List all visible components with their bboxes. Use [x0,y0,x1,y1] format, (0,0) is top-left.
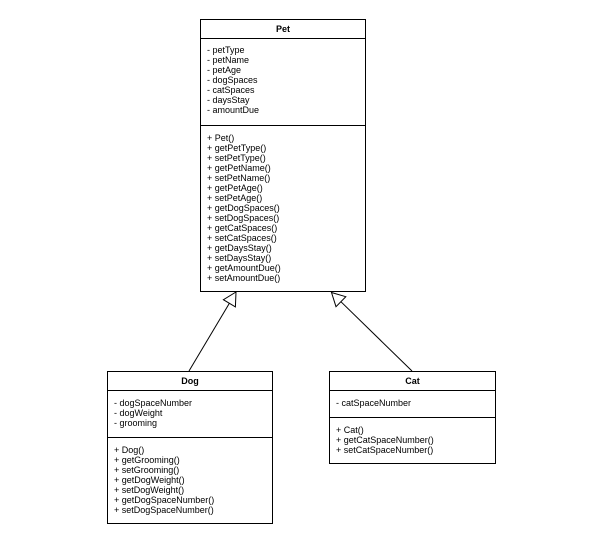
dog-operation: + Dog() [114,445,145,455]
pet-operation: + setAmountDue() [207,273,281,283]
generalization-cat-to-pet [330,291,413,372]
pet-operation: + setDaysStay() [207,253,272,263]
dog-attributes: - dogSpaceNumber - dogWeight - grooming [108,391,272,438]
dog-operation: + setGrooming() [114,465,180,475]
dog-attribute: - dogWeight [114,408,163,418]
pet-attribute: - daysStay [207,95,250,105]
class-name-dog: Dog [108,372,272,391]
class-box-cat[interactable]: Cat - catSpaceNumber + Cat() + getCatSpa… [329,371,496,464]
pet-operation: + setPetAge() [207,193,263,203]
pet-attribute: - dogSpaces [207,75,258,85]
cat-operation: + setCatSpaceNumber() [336,445,434,455]
pet-attribute: - petAge [207,65,242,75]
cat-inheritance-arrowhead [330,291,347,308]
dog-inheritance-line [188,303,230,372]
pet-operation: + getCatSpaces() [207,223,278,233]
pet-operation: + getPetType() [207,143,267,153]
pet-operation: + getAmountDue() [207,263,281,273]
pet-attributes: - petType - petName - petAge - dogSpaces… [201,39,365,126]
class-box-pet[interactable]: Pet - petType - petName - petAge - dogSp… [200,19,366,292]
pet-operation: + getPetName() [207,163,271,173]
class-name-cat: Cat [330,372,495,391]
cat-attribute: - catSpaceNumber [336,398,412,408]
dog-inheritance-arrowhead [222,291,237,308]
dog-operation: + setDogSpaceNumber() [114,505,214,515]
dog-attribute: - grooming [114,418,158,428]
pet-operation: + getDogSpaces() [207,203,280,213]
class-box-dog[interactable]: Dog - dogSpaceNumber - dogWeight - groom… [107,371,273,524]
pet-attribute: - amountDue [207,105,260,115]
pet-operation: + Pet() [207,133,235,143]
cat-operation: + Cat() [336,425,364,435]
pet-operation: + setPetName() [207,173,271,183]
class-name-pet: Pet [201,20,365,39]
dog-operation: + getGrooming() [114,455,180,465]
pet-attribute: - petName [207,55,250,65]
cat-inheritance-line [340,301,413,372]
pet-operation: + getDaysStay() [207,243,272,253]
pet-operation: + getPetAge() [207,183,263,193]
dog-operation: + setDogWeight() [114,485,185,495]
generalization-dog-to-pet [188,291,237,372]
dog-operation: + getDogSpaceNumber() [114,495,215,505]
cat-operation: + getCatSpaceNumber() [336,435,434,445]
pet-operations: + Pet() + getPetType() + setPetType() + … [201,126,365,283]
cat-operations: + Cat() + getCatSpaceNumber() + setCatSp… [330,418,495,455]
pet-operation: + setCatSpaces() [207,233,277,243]
dog-operation: + getDogWeight() [114,475,185,485]
pet-operation: + setDogSpaces() [207,213,280,223]
pet-operation: + setPetType() [207,153,266,163]
dog-attribute: - dogSpaceNumber [114,398,193,408]
pet-attribute: - catSpaces [207,85,255,95]
dog-operations: + Dog() + getGrooming() + setGrooming() … [108,438,272,515]
cat-attributes: - catSpaceNumber [330,391,495,418]
pet-attribute: - petType [207,45,245,55]
